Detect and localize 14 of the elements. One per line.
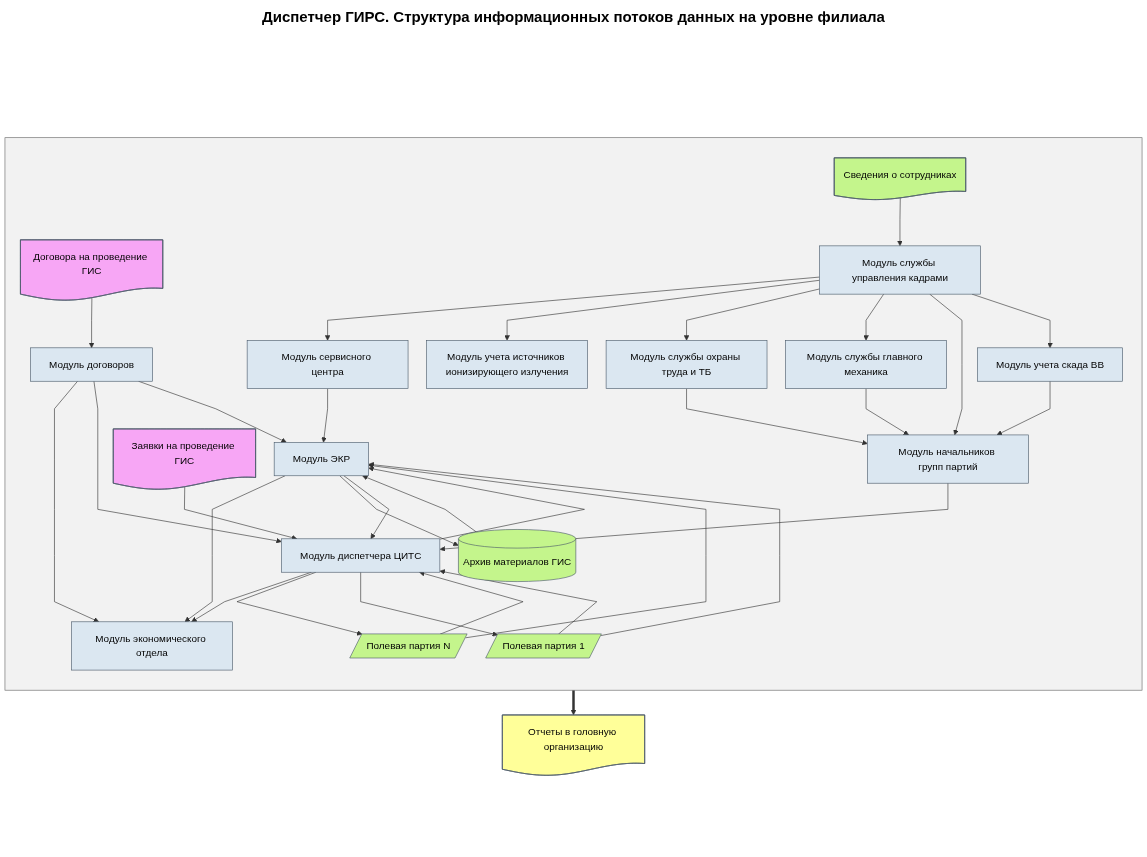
node-box: Модуль начальников групп партий [867, 434, 1029, 484]
cluster [4, 137, 1143, 691]
node-box: Модуль службы управления кадрами [819, 245, 981, 295]
node-box: Модуль службы охраны труда и ТБ [605, 340, 768, 389]
node-box: Модуль службы главного механика [785, 340, 947, 389]
node-box: Модуль сервисного центра [246, 340, 409, 389]
arrow [570, 690, 577, 716]
diagram-title: Диспетчер ГИРС. Структура информационных потоков данных на уровне филиала [261, 7, 886, 27]
node-box: Модуль диспетчера ЦИТС [281, 538, 441, 573]
node-box: Модуль учета скада ВВ [977, 347, 1123, 382]
node-box: Модуль экономического отдела [71, 621, 233, 671]
node-box: Модуль учета источников ионизирующего излучения [426, 340, 588, 389]
node-box: Модуль договоров [30, 347, 153, 382]
node-box: Модуль ЭКР [273, 442, 369, 477]
